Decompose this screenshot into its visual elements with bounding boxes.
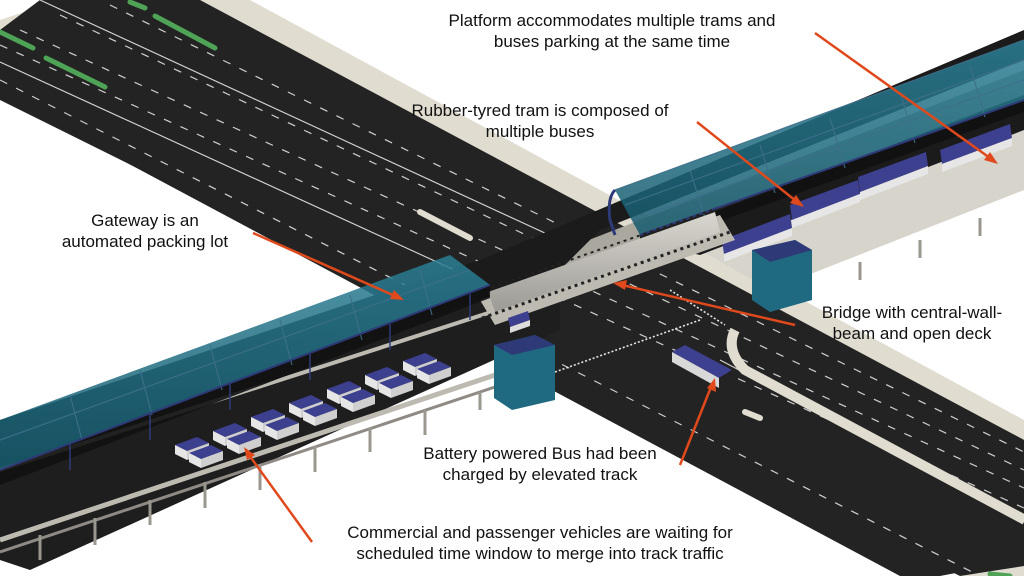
annotation-line: automated packing lot (61, 232, 229, 251)
annotation-battery-bus: Battery powered Bus had been charged by … (390, 443, 690, 485)
annotation-line: Commercial and passenger vehicles are wa… (347, 523, 733, 542)
waiting-van (227, 431, 261, 454)
annotation-line: Bridge with central-wall- (821, 303, 1003, 322)
gateway-tower-left (494, 335, 555, 410)
annotation-line: Gateway is an (91, 211, 199, 230)
tram (722, 124, 1012, 262)
tram-car (790, 180, 860, 228)
arrow-platform (814, 31, 998, 164)
arrow-waiting-vehicles (244, 447, 314, 543)
tram-car (940, 124, 1012, 172)
annotation-line: scheduled time window to merge into trac… (356, 544, 724, 563)
annotation-gateway: Gateway is an automated packing lot (30, 210, 260, 252)
waiting-van (417, 361, 451, 384)
waiting-vehicles (175, 353, 451, 468)
platform-canopy (615, 40, 1024, 235)
gateway-canopy (0, 255, 490, 470)
road-bus (672, 345, 732, 388)
waiting-van (189, 445, 223, 468)
tram-car (722, 214, 792, 262)
arrow-bridge (613, 280, 796, 327)
annotation-arrows (244, 31, 998, 543)
annotation-line: Battery powered Bus had been (423, 444, 657, 463)
bridge-bus (508, 311, 530, 333)
annotation-line: buses parking at the same time (493, 32, 731, 51)
annotation-line: multiple buses (485, 122, 595, 141)
gateway-parking-lot (0, 255, 491, 485)
waiting-van (341, 389, 375, 412)
waiting-van (265, 417, 299, 440)
annotation-line: Rubber-tyred tram is composed of (411, 101, 669, 120)
waiting-van (379, 375, 413, 398)
bridge (480, 209, 1024, 525)
annotation-waiting-vehicles: Commercial and passenger vehicles are wa… (305, 522, 775, 564)
annotation-tram: Rubber-tyred tram is composed of multipl… (380, 100, 700, 142)
annotation-platform: Platform accommodates multiple trams and… (412, 10, 812, 52)
tram-car (858, 152, 928, 200)
arrow-gateway (252, 231, 404, 300)
waiting-van (303, 403, 337, 426)
annotation-line: beam and open deck (832, 324, 992, 343)
arrow-tram (696, 121, 804, 207)
annotation-bridge: Bridge with central-wall- beam and open … (800, 302, 1024, 344)
annotation-line: charged by elevated track (442, 465, 638, 484)
bridge-central-wall-beam (488, 212, 720, 312)
gateway-tower-right (752, 240, 812, 312)
arrow-battery-bus (678, 378, 716, 466)
annotation-line: Platform accommodates multiple trams and (448, 11, 776, 30)
